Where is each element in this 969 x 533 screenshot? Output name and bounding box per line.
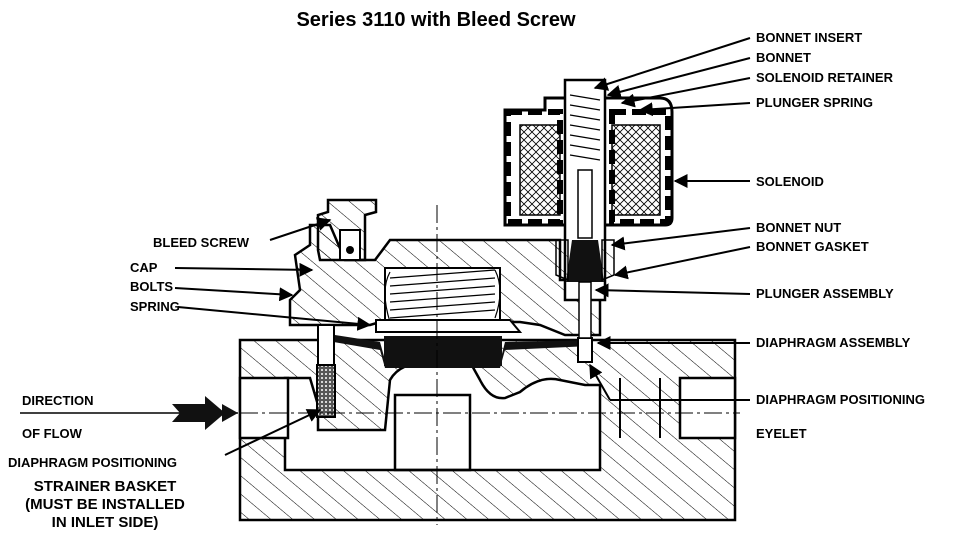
strainer-basket — [316, 364, 336, 418]
label-spring: SPRING — [130, 299, 180, 314]
label-bonnet: BONNET — [756, 50, 811, 65]
flow-direction-arrow — [20, 396, 238, 430]
label-direction: DIRECTION — [22, 393, 94, 408]
label-cap: CAP — [130, 260, 158, 275]
label-diaphragm-assembly: DIAPHRAGM ASSEMBLY — [756, 335, 911, 350]
label-plunger-spring: PLUNGER SPRING — [756, 95, 873, 110]
label-of-flow: OF FLOW — [22, 426, 83, 441]
leader-lines — [174, 37, 751, 456]
main-spring — [384, 269, 501, 323]
valve-body — [238, 338, 737, 522]
label-solenoid: SOLENOID — [756, 174, 824, 189]
label-strainer-basket: STRAINER BASKET — [34, 478, 177, 495]
label-bonnet-insert: BONNET INSERT — [756, 30, 862, 45]
label-bonnet-nut: BONNET NUT — [756, 220, 841, 235]
label-plunger-assembly: PLUNGER ASSEMBLY — [756, 286, 894, 301]
label-bonnet-gasket: BONNET GASKET — [756, 239, 869, 254]
label-bleed-screw: BLEED SCREW — [153, 235, 250, 250]
label-eyelet: EYELET — [756, 426, 807, 441]
label-diaphragm-positioning-left: DIAPHRAGM POSITIONING — [8, 455, 177, 470]
label-strainer-note-1: (MUST BE INSTALLED — [25, 496, 185, 513]
label-solenoid-retainer: SOLENOID RETAINER — [756, 70, 894, 85]
right-positioning-eyelet — [577, 337, 593, 363]
label-strainer-note-2: IN INLET SIDE) — [52, 514, 159, 531]
diagram-title: Series 3110 with Bleed Screw — [296, 9, 575, 31]
label-diaphragm-positioning-right: DIAPHRAGM POSITIONING — [756, 392, 925, 407]
label-bolts: BOLTS — [130, 279, 173, 294]
plunger-tube — [555, 78, 615, 339]
diaphragm-assembly — [322, 319, 590, 368]
left-positioning-pin — [317, 324, 335, 366]
